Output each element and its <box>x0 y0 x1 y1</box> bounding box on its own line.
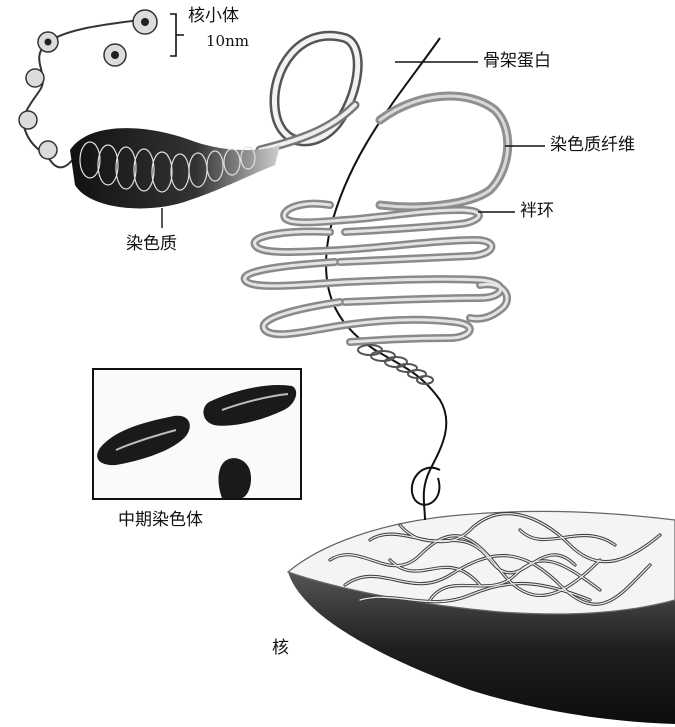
chromatin-fiber-loop <box>380 96 508 207</box>
metaphase-chromosome-image <box>94 370 300 498</box>
looped-domains <box>245 204 507 342</box>
label-scaffold-protein: 骨架蛋白 <box>483 53 551 70</box>
nucleosome-bracket <box>170 14 184 56</box>
label-nucleus: 核 <box>272 640 289 657</box>
label-10nm: 10nm <box>206 34 249 49</box>
label-looped-domain: 袢环 <box>520 203 554 220</box>
chromatin-solenoid <box>70 128 280 208</box>
label-nucleosome: 核小体 <box>188 8 239 25</box>
label-chromatin: 染色质 <box>126 236 177 253</box>
label-chromatin-fiber: 染色质纤维 <box>550 137 635 154</box>
scaffold-small-loop <box>412 468 440 505</box>
descending-coils <box>358 345 433 384</box>
nucleus-shell <box>288 511 675 724</box>
label-metaphase-chromosome: 中期染色体 <box>118 512 203 529</box>
top-ring-loop <box>260 36 358 150</box>
metaphase-chromosome-inset <box>92 368 302 500</box>
